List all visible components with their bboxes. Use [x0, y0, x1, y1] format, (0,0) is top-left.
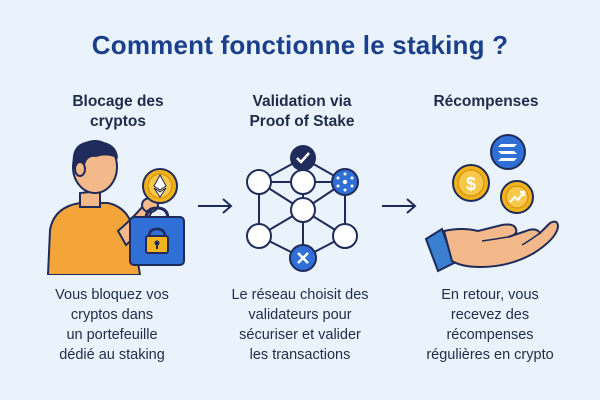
step-2-heading-line2: Proof of Stake	[249, 113, 355, 130]
step-3-heading: Récompenses	[396, 92, 576, 112]
step-3-heading-line1: Récompenses	[433, 93, 539, 110]
step-3-text-line: En retour, vous	[441, 287, 539, 303]
step-1-heading: Blocage des cryptos	[28, 92, 208, 132]
step-1-text-line: un portefeuille	[66, 327, 158, 343]
step-1-text-line: cryptos dans	[70, 307, 154, 323]
x-badge-icon	[289, 244, 317, 272]
check-badge-icon	[290, 145, 316, 171]
lock-bag-icon	[129, 206, 185, 266]
step-2-text: Le réseau choisit des validateurs pour s…	[210, 285, 390, 365]
step-1-heading-line2: cryptos	[90, 113, 146, 130]
step-1-heading-line1: Blocage des	[72, 93, 164, 110]
step-1-text-line: Vous bloquez vos	[55, 287, 169, 303]
network-icon	[246, 145, 359, 272]
step-2-text-line: les transactions	[249, 347, 351, 363]
dollar-symbol: $	[466, 174, 476, 194]
step-2-text-line: sécuriser et valider	[239, 327, 361, 343]
step-3-text-line: récompenses	[446, 327, 534, 343]
solana-coin-icon	[490, 134, 526, 170]
page-title: Comment fonctionne le staking ?	[91, 30, 509, 60]
step-3-text: En retour, vous recevez des récompenses …	[400, 285, 580, 365]
step-3-text-line: recevez des	[450, 307, 530, 323]
arrow-right-icon	[382, 198, 417, 214]
step-2-text-line: Le réseau choisit des	[231, 287, 369, 303]
ethereum-coin-icon	[142, 168, 178, 204]
open-hand-icon	[424, 220, 560, 273]
dollar-coin-icon: $	[452, 164, 490, 202]
step-2-heading: Validation via Proof of Stake	[212, 92, 392, 132]
growth-coin-icon	[500, 180, 534, 214]
step-3-text-line: régulières en crypto	[426, 347, 554, 363]
step-1-text: Vous bloquez vos cryptos dans un portefe…	[22, 285, 202, 365]
step-2-text-line: validateurs pour	[248, 307, 352, 323]
step-1-text-line: dédié au staking	[59, 347, 165, 363]
arrow-right-icon	[198, 198, 233, 214]
cardano-badge-icon	[331, 168, 359, 196]
step-2-heading-line1: Validation via	[252, 93, 352, 110]
